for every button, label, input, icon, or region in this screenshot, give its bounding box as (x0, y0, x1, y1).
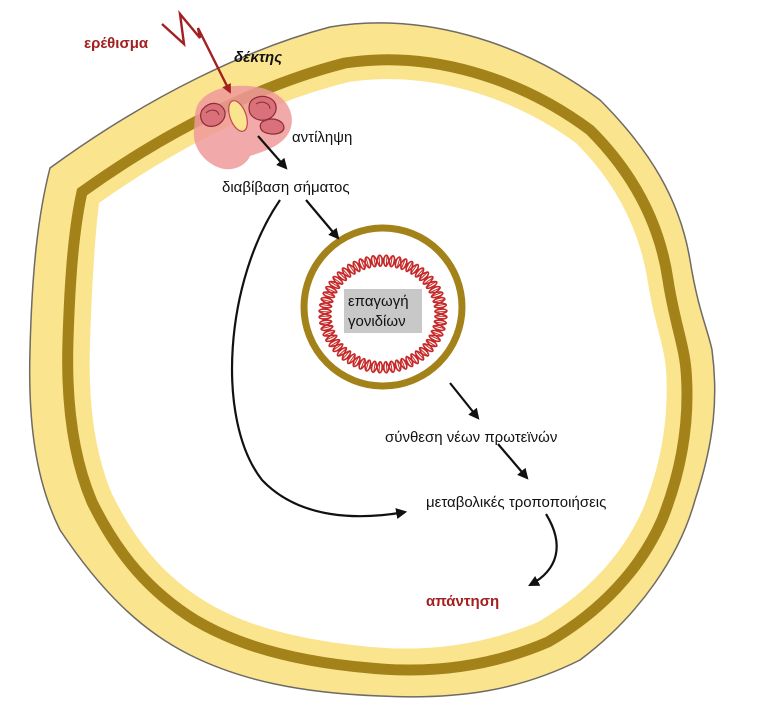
dna-helix-ring (318, 254, 448, 374)
dna-rung (423, 343, 434, 351)
dna-rung (410, 354, 418, 364)
dna-rung (353, 261, 360, 272)
dna-rung (396, 257, 401, 268)
dna-rung (342, 268, 351, 278)
dna-rung (434, 321, 446, 325)
dna-rung (329, 281, 340, 288)
perception-label: αντίληψη (292, 129, 352, 146)
dna-rung (360, 358, 366, 370)
arrow-signal-to-metabolic (230, 199, 408, 519)
dna-rung (419, 271, 428, 280)
gene-induction-box (344, 289, 422, 333)
dna-rung (426, 340, 437, 347)
dna-rung (373, 255, 376, 267)
dna-rung (406, 261, 413, 272)
dna-rung (321, 298, 333, 303)
dna-rung (435, 315, 447, 317)
dna-rung (429, 334, 441, 341)
dna-rung (378, 255, 381, 267)
dna-rung (365, 257, 370, 268)
dna-rung (390, 255, 393, 267)
protein-synthesis-label: σύνθεση νέων πρωτεϊνών (385, 429, 557, 446)
dna-rung (323, 331, 335, 337)
dna-rung (338, 271, 347, 280)
dna-rung (373, 361, 376, 373)
dna-rung (348, 354, 356, 364)
stimulus-zigzag (161, 10, 232, 94)
dna-rung (415, 268, 424, 278)
dna-rung (423, 277, 434, 285)
dna-rung (426, 281, 437, 288)
arrow-receptor-to-perception (257, 135, 288, 170)
dna-rung (435, 311, 447, 313)
dna-rung (415, 350, 424, 360)
dna-rung (385, 361, 388, 373)
dna-rung (410, 264, 418, 274)
arrow-synthesis-to-metabolic (497, 443, 529, 480)
arrow-metabolic-to-response (528, 513, 558, 587)
dna-rung (342, 350, 351, 360)
dna-rung (348, 264, 356, 274)
dna-rung (320, 321, 332, 325)
dna-rung (400, 258, 406, 270)
dna-rung (419, 348, 428, 357)
response-label: απάντηση (426, 593, 499, 610)
dna-rung (325, 287, 337, 294)
receptor-label: δέκτης (234, 49, 282, 66)
dna-rung (431, 291, 443, 297)
dna-rung (329, 340, 340, 347)
dna-rung (385, 255, 388, 267)
arrow-to-nucleus (305, 199, 340, 240)
dna-rung (325, 334, 337, 341)
metabolic-changes-label: μεταβολικές τροποποιήσεις (426, 494, 606, 511)
dna-rung (400, 358, 406, 370)
dna-rung (429, 287, 441, 294)
dna-rung (396, 360, 401, 371)
dna-rung (433, 325, 445, 330)
dna-rung (319, 315, 331, 317)
signal-transduction-label: διαβίβαση σήματος (222, 179, 350, 196)
dna-rung (365, 360, 370, 371)
dna-rung (353, 356, 360, 367)
stimulus-label: ερέθισμα (84, 35, 149, 52)
dna-rung (378, 361, 381, 373)
dna-strand-2 (318, 254, 448, 374)
dna-rung (390, 361, 393, 373)
dna-rung (332, 343, 343, 351)
dna-rung (323, 291, 335, 297)
dna-rung (338, 348, 347, 357)
arrow-nucleus-to-synthesis (449, 382, 480, 420)
dna-rung (434, 303, 446, 307)
dna-rung (332, 277, 343, 285)
dna-rung (406, 356, 413, 367)
dna-rung (431, 331, 443, 337)
gene-induction-label-2: γονιδίων (348, 313, 406, 330)
dna-rung (319, 311, 331, 313)
dna-rung (433, 298, 445, 303)
gene-induction-label-1: επαγωγή (348, 293, 409, 310)
dna-rung (321, 325, 333, 330)
dna-rung (360, 258, 366, 270)
dna-rung (320, 303, 332, 307)
